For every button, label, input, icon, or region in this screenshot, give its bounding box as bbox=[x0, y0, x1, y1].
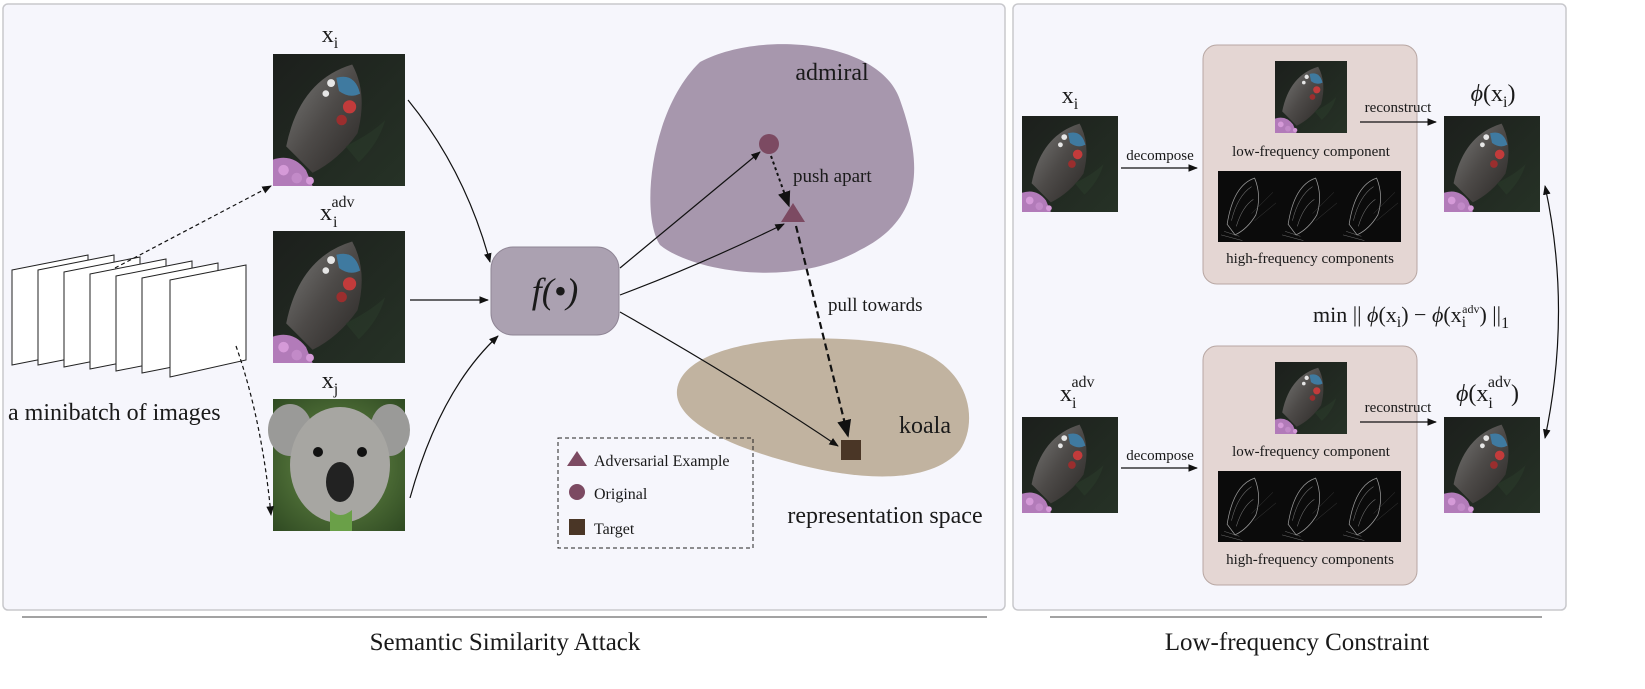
top-low-frequency-image bbox=[1275, 61, 1347, 133]
legend-target-label: Target bbox=[594, 521, 635, 538]
bottom-input-image bbox=[1022, 417, 1118, 513]
top-low-frequency-label: low-frequency component bbox=[1232, 144, 1391, 160]
bottom-high-frequency-images bbox=[1217, 470, 1402, 543]
encoder-label: f(•) bbox=[532, 271, 579, 311]
image-xj-koala bbox=[268, 399, 410, 531]
bottom-low-frequency-image bbox=[1275, 362, 1347, 434]
objective-label: min || ϕ(xi) − ϕ(xiadv) ||1 bbox=[1313, 302, 1509, 332]
left-caption: Semantic Similarity Attack bbox=[370, 629, 641, 656]
bottom-reconstruct-label: reconstruct bbox=[1365, 400, 1432, 416]
legend-target-swatch bbox=[569, 519, 585, 535]
top-high-frequency-images bbox=[1217, 170, 1402, 243]
bottom-decompose-label: decompose bbox=[1126, 448, 1194, 464]
top-input-label: xi bbox=[1062, 83, 1079, 113]
koala-label: koala bbox=[899, 413, 951, 439]
bottom-input-label: xiadv bbox=[1060, 374, 1095, 412]
right-panel-frame bbox=[1012, 3, 1567, 611]
adversarial-marker bbox=[781, 203, 805, 222]
pull-towards-label: pull towards bbox=[828, 295, 922, 316]
top-reconstruct-label: reconstruct bbox=[1365, 100, 1432, 116]
label-xi: xi bbox=[322, 22, 339, 52]
bottom-output-image bbox=[1444, 417, 1540, 513]
top-output-image bbox=[1444, 116, 1540, 212]
legend-original-label: Original bbox=[594, 486, 648, 503]
arrow-f-to-target bbox=[619, 311, 839, 447]
top-output-label: ϕ(xi) bbox=[1471, 81, 1516, 111]
top-high-frequency-label: high-frequency components bbox=[1226, 251, 1394, 267]
top-input-image bbox=[1022, 116, 1118, 212]
bottom-low-frequency-label: low-frequency component bbox=[1232, 444, 1391, 460]
arrow-f-to-adversarial bbox=[619, 223, 785, 296]
minibatch-stack bbox=[11, 254, 247, 378]
right-caption: Low-frequency Constraint bbox=[1165, 629, 1430, 656]
legend-adversarial-swatch bbox=[567, 451, 587, 466]
label-xj: xj bbox=[322, 368, 338, 398]
constraint-double-arrow bbox=[1543, 185, 1560, 439]
push-apart-arrow bbox=[770, 155, 791, 208]
pull-towards-arrow bbox=[794, 225, 852, 438]
target-marker bbox=[841, 440, 861, 460]
minibatch-label: a minibatch of images bbox=[8, 400, 221, 426]
arrow-xi-to-f bbox=[407, 99, 492, 263]
koala-region bbox=[676, 338, 970, 477]
legend-original-swatch bbox=[569, 484, 585, 500]
arrow-f-to-original bbox=[619, 151, 761, 269]
representation-space-label: representation space bbox=[787, 503, 982, 529]
arrow-xj-to-f bbox=[409, 335, 499, 499]
label-xi-adv: xiadv bbox=[320, 194, 355, 231]
original-marker bbox=[759, 134, 779, 154]
admiral-region bbox=[650, 44, 915, 273]
legend: Adversarial Example Original Target bbox=[557, 437, 754, 549]
dashed-arrow-to-xj bbox=[235, 345, 275, 516]
push-apart-label: push apart bbox=[793, 166, 872, 187]
dashed-arrow-to-xi bbox=[114, 185, 272, 269]
bottom-high-frequency-label: high-frequency components bbox=[1226, 552, 1394, 568]
legend-adversarial-label: Adversarial Example bbox=[594, 453, 730, 470]
bottom-output-label: ϕ(xiadv) bbox=[1456, 374, 1519, 412]
image-xi bbox=[273, 54, 405, 186]
top-decompose-label: decompose bbox=[1126, 148, 1194, 164]
image-xi-adv bbox=[273, 231, 405, 363]
admiral-label: admiral bbox=[795, 60, 869, 86]
encoder-box bbox=[490, 246, 620, 336]
